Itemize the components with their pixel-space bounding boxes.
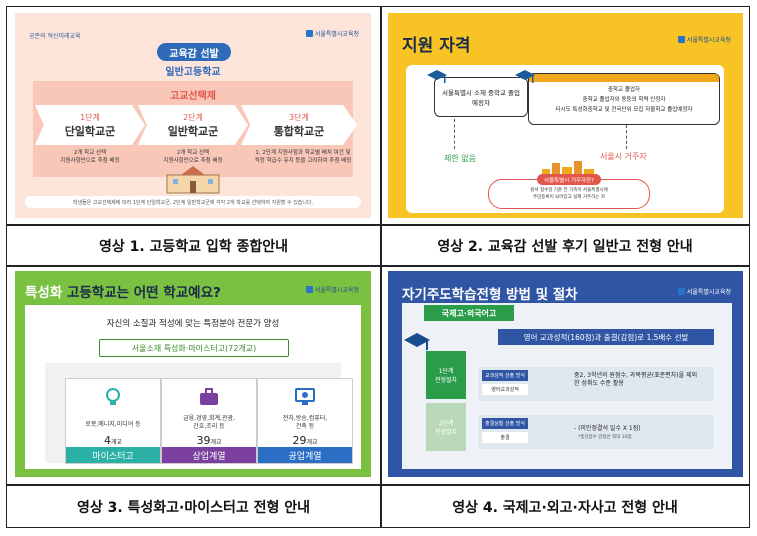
video-thumbnail-3[interactable]: 특성화 고등학교는 어떤 학교예요? 서울특별시교육청 자신의 소질과 적성에 … xyxy=(15,271,371,477)
tile-commerce: 금융,경영,회계,관광, 간호,조리 등 39개교 상업계열 xyxy=(161,378,257,464)
tile-industrial: 전자,방송,컴퓨터, 건축 등 29개교 공업계열 xyxy=(257,378,353,464)
org-logo-icon xyxy=(677,36,685,43)
tile-label: 상업계열 xyxy=(162,447,256,463)
caption-3: 영상 3. 특성화고·마이스터고 전형 안내 xyxy=(76,499,311,516)
panel1-title: 교육감 선발 xyxy=(157,43,231,61)
panel2-title: 지원 자격 xyxy=(402,36,471,56)
panel3-lead: 자신의 소질과 적성에 맞는 특정분야 전문가 양성 xyxy=(106,319,280,329)
video-table: 공존의 혁신미래교육 서울특별시교육청 교육감 선발 일반고등학교 고교선택제 … xyxy=(6,6,750,528)
stage-1: 1단계 전형절차 xyxy=(426,351,466,399)
caption-1: 영상 1. 고등학교 입학 종합안내 xyxy=(98,238,289,255)
org-logo: 서울특별시교육청 xyxy=(677,35,731,44)
panel1-subtitle: 일반고등학교 xyxy=(165,67,221,78)
row-divider xyxy=(7,265,749,267)
right-box: 중학교 졸업자 중학교 졸업자와 동등의 학력 인정자 타시도 특성화중학교 및… xyxy=(528,73,720,125)
briefcase-icon xyxy=(200,388,218,405)
graduation-cap-icon xyxy=(404,333,430,350)
panel3-title: 특성화 고등학교는 어떤 학교예요? xyxy=(25,285,221,301)
left-label: 제한 없음 xyxy=(444,154,476,163)
panel3-band: 서울소재 특성화·마이스터고(72개교) xyxy=(99,339,289,357)
school-building-icon xyxy=(166,166,220,194)
row-2: 출결상황 산출 방식 출결 - (미인정결석 일수 X 1점) *총감점수 감점… xyxy=(478,415,714,449)
video-thumbnail-2[interactable]: 지원 자격 서울특별시교육청 서울특별시 소재 중학교 졸업예정자 제한 없음 … xyxy=(388,13,743,218)
caption-4: 영상 4. 국제고·외고·자사고 전형 안내 xyxy=(452,499,678,516)
tile-label: 공업계열 xyxy=(258,447,352,463)
right-line-1: 중학교 졸업자 xyxy=(607,87,641,93)
panel4-banner: 영어 교과성적(160점)과 출결(감점)로 1.5배수 선발 xyxy=(498,329,714,345)
panel4-tab: 국제고·외국어고 xyxy=(424,305,514,321)
stage-2: 2단계 전형절차 xyxy=(426,403,466,451)
row-1: 교과성적 산출 방식 영어교과성적 중2, 3학년의 원점수, 과목평균(표준편… xyxy=(478,367,714,401)
org-logo-icon xyxy=(305,30,313,37)
graduation-cap-icon xyxy=(515,70,535,83)
org-logo-icon xyxy=(305,286,313,293)
band-title: 고교선택제 xyxy=(170,91,216,102)
video-thumbnail-1[interactable]: 공존의 혁신미래교육 서울특별시교육청 교육감 선발 일반고등학교 고교선택제 … xyxy=(15,13,371,218)
caption-2: 영상 2. 교육감 선발 후기 일반고 전형 안내 xyxy=(437,238,693,255)
row-divider xyxy=(7,484,749,486)
row-divider xyxy=(7,224,749,226)
tile-label: 마이스터고 xyxy=(66,447,160,463)
column-divider xyxy=(380,7,382,527)
org-logo-icon xyxy=(677,288,685,295)
right-connector xyxy=(626,125,628,149)
left-box: 서울특별시 소재 중학교 졸업예정자 xyxy=(434,77,528,117)
tile-meister: 로봇,메니지,미디어 등 4개교 마이스터고 xyxy=(65,378,161,464)
org-logo: 서울특별시교육청 xyxy=(305,285,359,294)
top-logo: 공존의 혁신미래교육 xyxy=(29,33,81,40)
right-line-3: 타시도 특성화중학교 및 전국단위 모집 자율학교 졸업예정자 xyxy=(555,106,693,113)
video-thumbnail-4[interactable]: 자기주도학습전형 방법 및 절차 서울특별시교육청 국제고·외국어고 영어 교과… xyxy=(388,271,743,477)
left-connector xyxy=(454,119,456,149)
org-logo: 서울특별시교육청 xyxy=(677,287,731,296)
panel1-footer: 학생들은 고교선택제에 따라 1단계 단일학교군, 2단계 일반학교군에 각각 … xyxy=(25,196,361,208)
lightbulb-icon xyxy=(106,388,120,405)
panel4-title: 자기주도학습전형 방법 및 절차 xyxy=(402,287,578,303)
org-logo: 서울특별시교육청 xyxy=(305,29,359,38)
graduation-cap-icon xyxy=(427,70,447,83)
right-line-2: 중학교 졸업자와 동등의 학력 인정자 xyxy=(582,96,666,103)
right-label: 서울시 거주자 xyxy=(600,152,647,161)
monitor-gear-icon xyxy=(295,388,315,405)
